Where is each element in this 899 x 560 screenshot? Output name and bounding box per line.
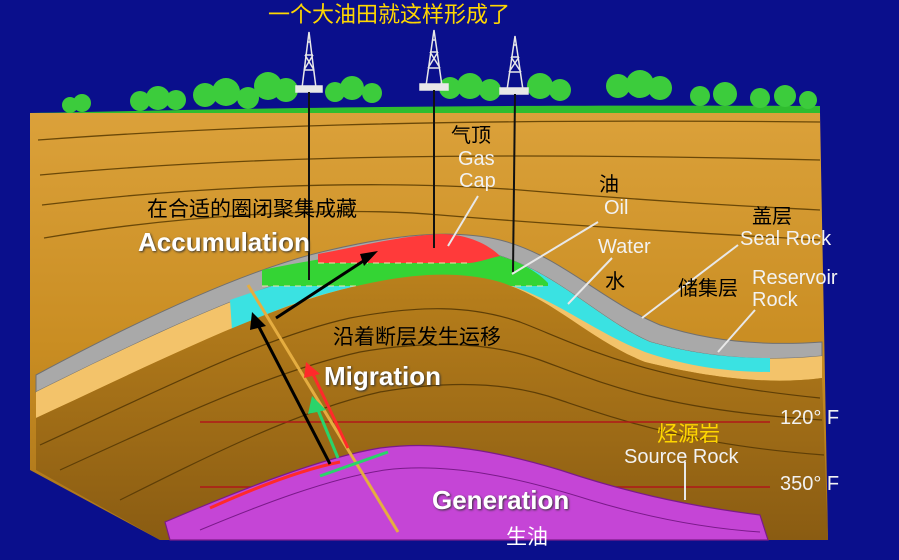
migration-cn-label: 沿着断层发生运移 — [333, 325, 501, 349]
migration-arrows — [209, 251, 389, 510]
gas-cap-cn-label: 气顶 — [451, 123, 491, 147]
label-pointers — [447, 195, 756, 500]
lower-strata-lines — [39, 308, 825, 501]
gas-cap-en-label-2: Cap — [459, 170, 496, 192]
source-rock-en-label: Source Rock — [624, 446, 739, 468]
well-bores — [308, 90, 516, 280]
reservoir-en-label-1: Reservoir — [752, 267, 838, 289]
ground-surface — [30, 105, 820, 113]
drill-rig-left — [295, 31, 323, 93]
water-cn-label: 水 — [605, 269, 625, 293]
migration-en-label: Migration — [324, 361, 441, 391]
generation-en-label: Generation — [432, 485, 570, 515]
reservoir-en-label-2: Rock — [752, 289, 798, 311]
trees — [62, 70, 817, 113]
seal-en-label: Seal Rock — [740, 228, 832, 250]
oil-en-label: Oil — [604, 197, 629, 219]
upper-strata — [37, 120, 821, 241]
source-rock-cn-label: 烃源岩 — [657, 422, 720, 446]
reservoir-layer — [36, 250, 822, 418]
gas-cap-en-label-1: Gas — [458, 148, 495, 170]
accumulation-en-label: Accumulation — [138, 227, 310, 257]
temp-label-120: 120° F — [780, 407, 840, 429]
drill-rig-right — [499, 35, 529, 95]
source-rock-inner-line — [199, 467, 761, 533]
seal-cn-label: 盖层 — [752, 204, 792, 228]
page-title: 一个大油田就这样形成了 — [268, 3, 511, 28]
oil-cn-label: 油 — [599, 172, 619, 196]
accumulation-cn-label: 在合适的圈闭聚集成藏 — [147, 197, 357, 221]
temp-label-350: 350° F — [780, 473, 840, 495]
reservoir-cn-label: 储集层 — [678, 276, 738, 300]
generation-cn-label: 生油 — [506, 525, 548, 549]
lower-strata-block — [36, 274, 828, 540]
water-en-label: Water — [598, 236, 651, 258]
